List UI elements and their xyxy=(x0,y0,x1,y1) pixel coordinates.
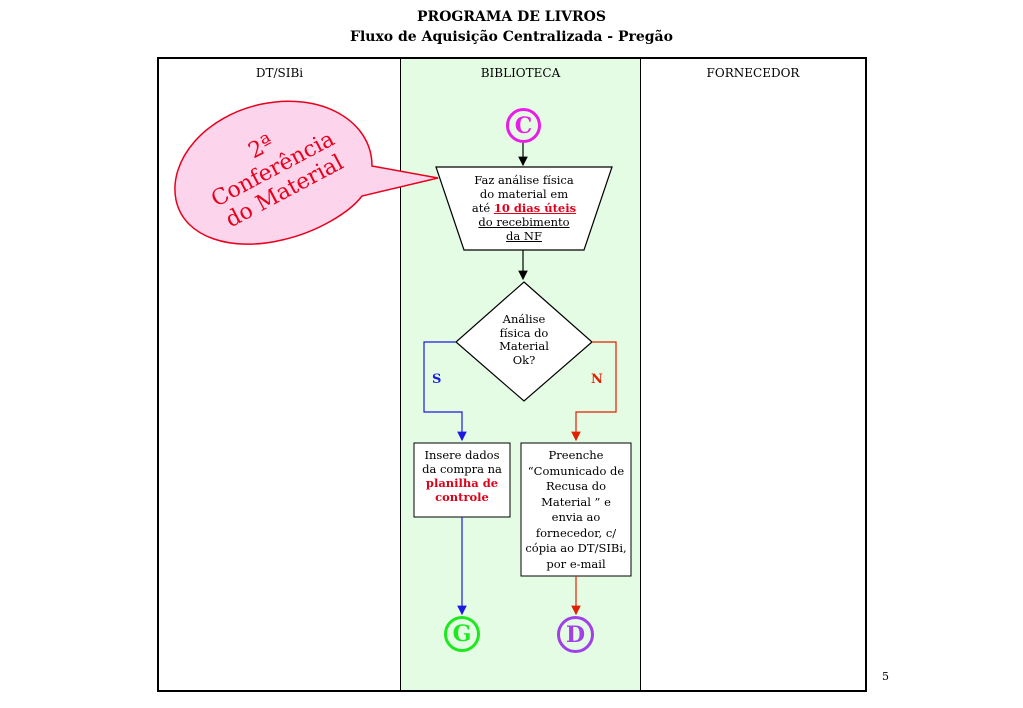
box-insere-dados xyxy=(413,442,511,518)
connector-g-label: G xyxy=(452,621,472,647)
page-title: PROGRAMA DE LIVROS xyxy=(417,9,606,25)
branch-no-label: N xyxy=(591,372,603,387)
decision-text: Análise física do Material Ok? xyxy=(484,312,564,367)
arrow-no-branch xyxy=(571,341,617,442)
process-line-5: da NF xyxy=(506,229,542,243)
box-yes-line-2: da compra na xyxy=(422,462,502,476)
decision-line-1: Análise xyxy=(502,312,546,326)
decision-line-2: física do xyxy=(499,325,549,340)
process-line-3: até 10 dias úteis xyxy=(452,201,596,215)
lane-header-fornecedor: FORNECEDOR xyxy=(706,66,800,80)
process-line-1: Faz análise física xyxy=(474,173,574,187)
connector-d-label: D xyxy=(565,621,586,648)
decision-line-4: Ok? xyxy=(512,352,536,367)
box-no-line-5: envia ao xyxy=(551,510,601,524)
box-no-line-2: “Comunicado de xyxy=(527,463,625,478)
callout-bubble xyxy=(174,100,439,245)
process-analise-text: Faz análise física do material em até 10… xyxy=(452,173,596,243)
lane-fornecedor: FORNECEDOR xyxy=(641,59,865,690)
lane-header-biblioteca: BIBLIOTECA xyxy=(480,66,561,80)
connector-g: G xyxy=(444,616,480,652)
box-yes-line-1: Insere dados xyxy=(424,448,500,462)
branch-yes-label: S xyxy=(432,372,442,387)
arrow-yes-branch xyxy=(423,341,467,442)
box-no-text: Preenche “Comunicado de Recusa do Materi… xyxy=(521,448,631,572)
box-comunicado-recusa xyxy=(520,442,632,577)
box-no-line-7: cópia ao DT/SIBi, xyxy=(525,541,627,555)
box-yes-text: Insere dados da compra na planilha de co… xyxy=(414,448,510,504)
box-no-line-6: fornecedor, c/ xyxy=(535,525,617,540)
box-no-line-3: Recusa do xyxy=(545,479,606,493)
manual-operation-shape xyxy=(435,166,613,251)
decision-line-3: Material xyxy=(499,339,549,353)
process-line-4: do recebimento xyxy=(478,215,570,229)
lane-header-dt-sibi: DT/SIBi xyxy=(255,66,304,80)
box-no-line-4: Material ” e xyxy=(541,494,611,509)
page-subtitle: Fluxo de Aquisição Centralizada - Pregão xyxy=(350,29,673,45)
lane-dt-sibi: DT/SIBi xyxy=(159,59,400,690)
connector-c-label: C xyxy=(514,112,533,139)
process-line-2: do material em xyxy=(479,187,569,201)
process-deadline: 10 dias úteis xyxy=(493,201,577,215)
process-line-3-pre: até xyxy=(471,201,494,215)
connector-c: C xyxy=(506,108,541,143)
box-yes-line-4: controle xyxy=(435,490,489,504)
page-number: 5 xyxy=(882,670,889,683)
decision-diamond xyxy=(455,281,593,402)
connector-d: D xyxy=(557,616,594,653)
box-no-line-8: por e-mail xyxy=(546,556,606,571)
box-yes-line-3: planilha de xyxy=(425,476,499,490)
box-no-line-1: Preenche xyxy=(548,448,604,462)
